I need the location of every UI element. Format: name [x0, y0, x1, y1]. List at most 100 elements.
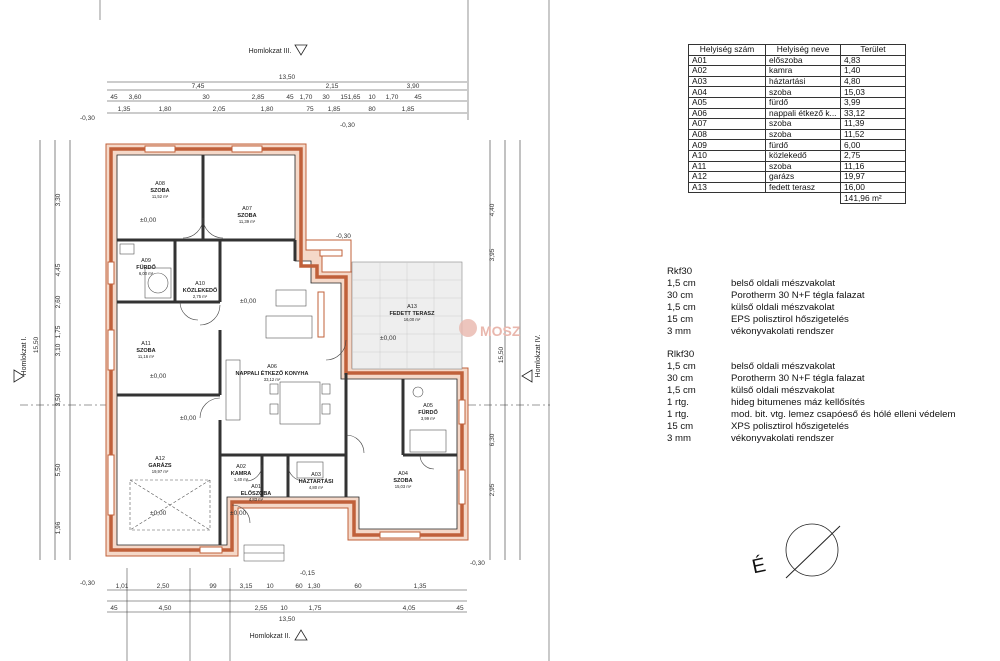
dimension-text: 1,75	[55, 325, 62, 338]
layer-material: vékonyvakolati rendszer	[731, 433, 834, 444]
compass-circle	[785, 523, 839, 577]
cell-area: 4,83	[840, 54, 906, 67]
layer-material: XPS polisztirol hőszigetelés	[731, 421, 849, 432]
cell-room-number: A06	[688, 107, 766, 120]
wall-type-title: Rlkf30	[667, 349, 695, 360]
cell-room-number: A02	[688, 65, 766, 77]
header-room-number: Helyiség szám	[688, 44, 766, 56]
dimension-text: 2,85	[252, 94, 265, 101]
room-code: A11	[141, 341, 150, 347]
floor-plan: Homlokzat III.Homlokzat II.Homlokzat I.H…	[13, 0, 550, 661]
dimension-text: 60	[354, 583, 362, 590]
room-area: 4,80 m²	[309, 485, 324, 490]
layer-thickness: 1,5 cm	[667, 278, 696, 289]
cell-room-number: A01	[688, 54, 766, 67]
dimension-text: 1,30	[308, 583, 321, 590]
room-area: 4,83 m²	[249, 497, 264, 502]
cell-room-name: szoba	[765, 128, 841, 141]
elevation-label-right: Homlokzat IV.	[535, 334, 542, 377]
dimension-text: 3,50	[55, 393, 62, 406]
room-code: A03	[311, 472, 321, 478]
dimension-text: 1,35	[414, 583, 427, 590]
room-area: 33,12 m²	[264, 377, 281, 382]
room-code: A01	[251, 484, 261, 490]
dimension-text: 2,95	[489, 483, 496, 496]
dimension-text: 2,50	[157, 583, 170, 590]
dimension-text: 1,01	[116, 583, 129, 590]
layer-row: 1 rtg.hideg bitumenes máz kellősítés	[667, 397, 956, 409]
room-name: FEDETT TERASZ	[390, 311, 436, 317]
dimension-text: 6,30	[489, 433, 496, 446]
layer-thickness: 3 mm	[667, 326, 691, 337]
elevation-label-top: Homlokzat III.	[249, 48, 292, 55]
cell-room-name: nappali étkező k...	[765, 107, 841, 120]
dimension-text: 13,50	[279, 74, 296, 81]
empty-cell	[766, 193, 841, 204]
cell-area: 2,75	[840, 149, 906, 162]
dimension-text: 30	[322, 94, 330, 101]
doors	[179, 217, 435, 524]
level-mark: ±0,00	[180, 415, 197, 422]
room-area: 11,16 m²	[138, 354, 155, 359]
elevation-label-bottom: Homlokzat II.	[250, 633, 291, 640]
dimension-text: 1,96	[55, 521, 62, 534]
dimension-text: 15,50	[33, 336, 40, 353]
dimension-text: 4,40	[489, 203, 496, 216]
cell-room-number: A09	[688, 139, 766, 151]
cell-room-number: A12	[688, 171, 766, 183]
layer-material: EPS polisztirol hőszigetelés	[731, 314, 849, 325]
room-area: 19,97 m²	[152, 469, 169, 474]
cell-room-name: garázs	[765, 171, 841, 183]
layer-thickness: 1,5 cm	[667, 302, 696, 313]
dimension-lines	[20, 81, 550, 613]
watermark-text: MOSZ	[480, 323, 521, 339]
cell-area: 3,99	[840, 96, 906, 109]
cell-room-name: szoba	[765, 160, 841, 173]
dimension-text: 75	[306, 106, 314, 113]
layer-material: belső oldali mészvakolat	[731, 361, 835, 372]
dimension-text: 1,70	[386, 94, 399, 101]
level-mark: ±0,00	[240, 298, 257, 305]
cell-room-number: A13	[688, 181, 766, 194]
header-room-name: Helyiség neve	[765, 44, 841, 56]
dimension-text: 15,50	[498, 346, 505, 363]
cell-area: 16,00	[840, 181, 906, 194]
room-area: 11,39 m²	[239, 219, 256, 224]
room-name: NAPPALI ÉTKEZŐ KONYHA	[236, 369, 309, 377]
dimension-text: 45	[456, 605, 464, 612]
layer-thickness: 1 rtg.	[667, 409, 689, 420]
layer-row: 1 rtg.mod. bit. vtg. lemez csapóeső és h…	[667, 409, 956, 421]
dimension-text: 2,05	[213, 106, 226, 113]
furniture	[119, 243, 447, 531]
dimension-text: 10	[266, 583, 274, 590]
dimension-text: 45	[110, 94, 118, 101]
dimension-text: 2,55	[255, 605, 268, 612]
cell-area: 4,80	[840, 75, 906, 88]
cell-room-number: A08	[688, 128, 766, 141]
cell-room-number: A11	[688, 160, 766, 173]
compass-needle	[785, 525, 841, 579]
watermark: MOSZ	[459, 319, 521, 339]
cell-area: 11,52	[840, 128, 906, 141]
room-code: A02	[236, 464, 246, 470]
room-code: A05	[423, 403, 433, 409]
room-area: 6,00 m²	[139, 271, 154, 276]
cell-room-number: A07	[688, 118, 766, 130]
layer-thickness: 30 cm	[667, 373, 694, 384]
total-area: 141,96 m²	[840, 192, 906, 204]
dimension-text: 13,50	[279, 616, 296, 623]
header-area: Terület	[840, 44, 906, 56]
layer-thickness: 1,5 cm	[667, 361, 696, 372]
dimension-text: 1,80	[261, 106, 274, 113]
cell-room-name: kamra	[765, 65, 841, 77]
dimension-text: 3,30	[55, 193, 62, 206]
